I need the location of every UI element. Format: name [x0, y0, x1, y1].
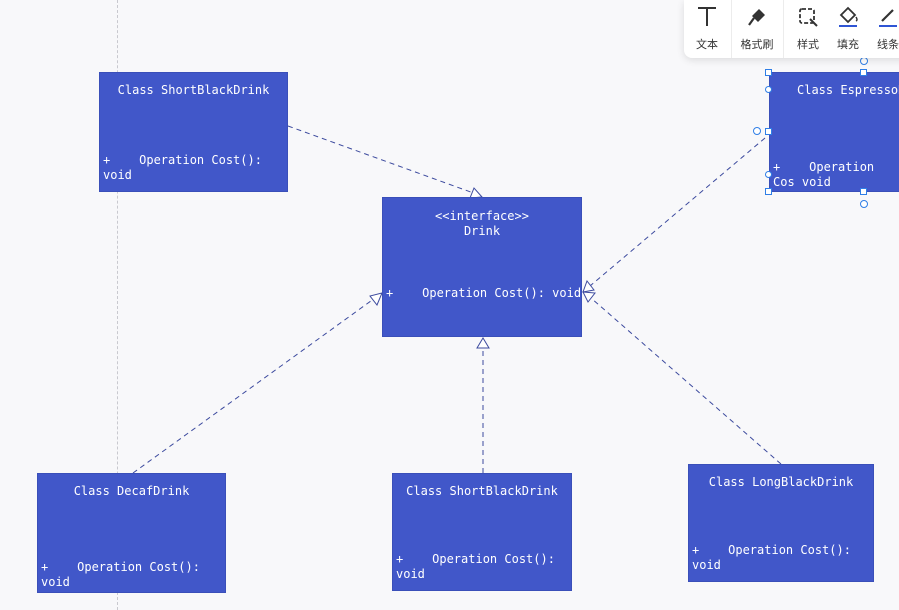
relation-espresso-to-drink[interactable]: [589, 137, 766, 287]
relation-short-black-top-to-drink[interactable]: [287, 125, 480, 196]
resize-handle-top-left[interactable]: [765, 69, 772, 76]
class-box-short-black-bottom[interactable]: Class ShortBlackDrink + Operation Cost()…: [392, 473, 572, 591]
toolbar-item-label: 线条: [877, 38, 899, 51]
class-method: + Operation Cost(): void: [41, 560, 208, 589]
arrowhead-long-black: [582, 291, 596, 303]
class-title: Class EspressoD: [797, 83, 899, 97]
class-box-espresso[interactable]: Class EspressoD + Operation Cos void: [769, 72, 899, 192]
class-box-decaf[interactable]: Class DecafDrink + Operation Cost(): voi…: [37, 473, 226, 593]
relation-decaf-to-drink[interactable]: [132, 297, 376, 474]
arrowhead-decaf: [369, 292, 383, 306]
toolbar-item-label: 填充: [837, 38, 859, 51]
toolbar-fill-button[interactable]: 填充: [828, 0, 868, 58]
toolbar-style-button[interactable]: 样式: [786, 0, 830, 58]
class-title: Class LongBlackDrink: [708, 475, 854, 489]
format-painter-icon: [748, 9, 765, 26]
arrowhead-espresso: [582, 279, 595, 293]
toolbar-format-painter-button[interactable]: 格式刷: [732, 0, 782, 58]
text-anchor-upper[interactable]: [765, 86, 772, 93]
class-box-long-black[interactable]: Class LongBlackDrink + Operation Cost():…: [688, 464, 874, 582]
text-icon: [698, 7, 716, 26]
class-title: Class ShortBlackDrink: [406, 484, 558, 498]
class-method: + Operation Cost(): void: [396, 552, 563, 581]
connection-anchor-bottom[interactable]: [860, 200, 868, 208]
toolbar-line-button[interactable]: 线条: [868, 0, 899, 58]
toolbar-item-label: 文本: [696, 38, 718, 51]
interface-method: + Operation Cost(): void: [386, 286, 582, 300]
class-method: + Operation Cos void: [773, 160, 882, 189]
toolbar-item-label: 样式: [797, 38, 819, 51]
format-toolbar: 文本 格式刷 样式 填充: [684, 0, 899, 58]
class-box-short-black-top[interactable]: Class ShortBlackDrink + Operation Cost()…: [99, 72, 288, 192]
class-title: Class ShortBlackDrink: [117, 83, 270, 97]
toolbar-divider: [783, 0, 784, 58]
arrowhead-short-black-bottom: [476, 337, 490, 349]
class-title: Class DecafDrink: [73, 484, 190, 498]
interface-stereotype: <<interface>>: [435, 209, 529, 223]
alignment-guide-line: [117, 0, 118, 610]
class-method: + Operation Cost(): void: [103, 153, 270, 182]
resize-handle-middle-left[interactable]: [765, 128, 772, 135]
style-icon: [799, 8, 818, 27]
connection-anchor-left[interactable]: [753, 127, 761, 135]
line-icon: [879, 9, 897, 27]
interface-box-drink[interactable]: <<interface>> Drink + Operation Cost(): …: [382, 197, 582, 337]
interface-name: Drink: [463, 224, 501, 238]
toolbar-text-button[interactable]: 文本: [684, 0, 730, 58]
resize-handle-top-middle[interactable]: [860, 69, 867, 76]
relation-long-black-to-drink[interactable]: [590, 297, 782, 465]
resize-handle-bottom-middle[interactable]: [860, 188, 867, 195]
connection-anchor-top[interactable]: [860, 57, 868, 65]
class-method: + Operation Cost(): void: [692, 543, 859, 572]
toolbar-item-label: 格式刷: [740, 38, 774, 51]
toolbar-divider: [731, 0, 732, 58]
fill-icon: [839, 6, 858, 27]
text-anchor-lower[interactable]: [765, 171, 772, 178]
resize-handle-bottom-left[interactable]: [765, 188, 772, 195]
